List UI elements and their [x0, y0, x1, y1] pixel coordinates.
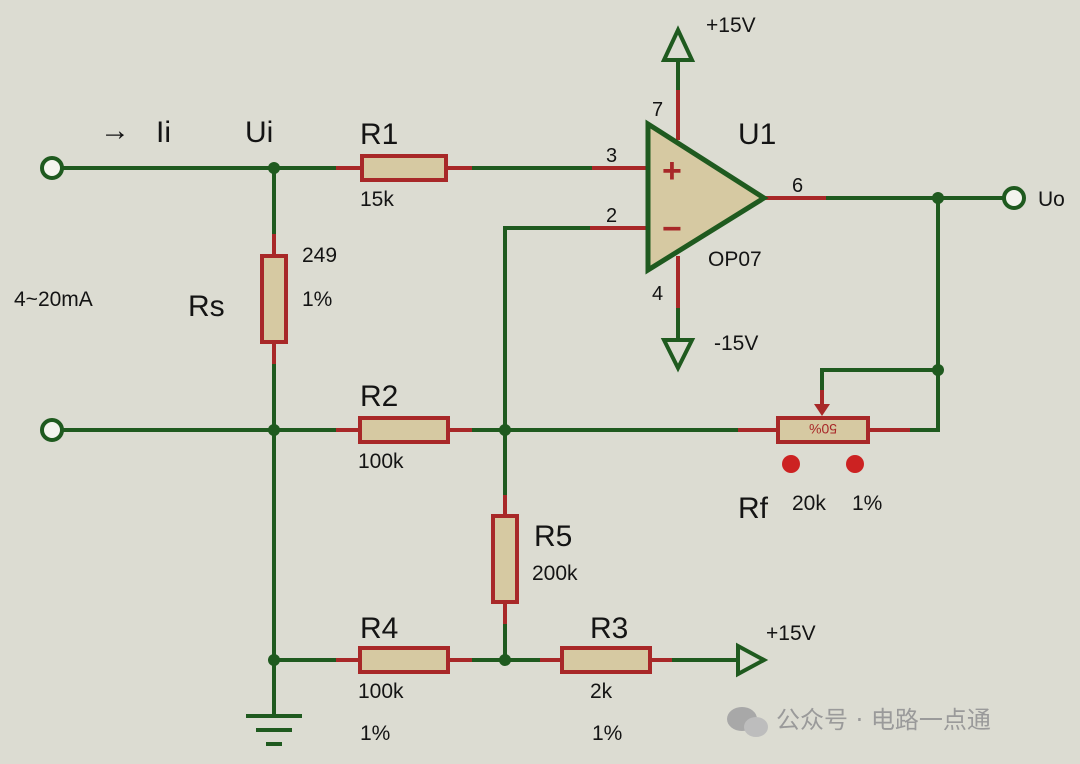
pin-3-label: 3 — [606, 145, 617, 167]
opamp-ref: U1 — [738, 118, 776, 151]
terminal-input-bottom — [40, 418, 64, 442]
opamp-part: OP07 — [708, 248, 762, 271]
rf-wiper-arrow-icon — [814, 404, 830, 416]
rs-ref: Rs — [188, 290, 225, 323]
wires — [58, 58, 1004, 706]
opamp-triangle — [645, 119, 769, 275]
r3-ref: R3 — [590, 612, 628, 645]
potentiometer-rf — [776, 416, 870, 444]
terminal-input-top — [40, 156, 64, 180]
watermark: 公众号 · 电路一点通 — [727, 706, 991, 737]
junction-output — [932, 192, 944, 204]
watermark-text: 公众号 · 电路一点通 — [776, 706, 991, 734]
wechat-icon — [727, 707, 768, 737]
r3-tol: 1% — [592, 722, 622, 745]
power-vplus-label: +15V — [706, 14, 756, 37]
resistor-r5 — [491, 514, 519, 604]
resistor-r4 — [358, 646, 450, 674]
wire-rf-feedback — [908, 196, 940, 432]
r4-value: 100k — [358, 680, 404, 703]
rf-tol: 1% — [852, 492, 882, 515]
opamp-u1: + − — [645, 119, 769, 275]
junction-r4-left — [268, 654, 280, 666]
pin-7-label: 7 — [652, 99, 663, 121]
junction-r4-r3 — [499, 654, 511, 666]
node-ui-label: Ui — [245, 116, 273, 149]
r1-ref: R1 — [360, 118, 398, 151]
r5-value: 200k — [532, 562, 578, 585]
terminal-output — [1002, 186, 1026, 210]
r4-ref: R4 — [360, 612, 398, 645]
component-leads — [272, 90, 910, 662]
rf-ref: Rf — [738, 492, 769, 525]
ground-icon — [246, 702, 302, 746]
rs-tol: 1% — [302, 288, 332, 311]
r3-value: 2k — [590, 680, 613, 703]
input-range-label: 4~20mA — [14, 288, 93, 311]
power-arrow-right-icon — [736, 642, 769, 678]
junction-r2-r5 — [499, 424, 511, 436]
power-arrow-up-icon — [660, 25, 696, 62]
r2-ref: R2 — [360, 380, 398, 413]
pin-4-label: 4 — [652, 283, 663, 305]
pin-6-label: 6 — [792, 175, 803, 197]
wire-inv-feedback — [503, 226, 592, 497]
resistor-rs — [260, 254, 288, 344]
node-uo-label: Uo — [1038, 188, 1065, 211]
current-arrow-icon: → — [100, 114, 130, 147]
power-arrow-down-icon — [660, 338, 696, 373]
rs-value: 249 — [302, 244, 337, 267]
junction-ui — [268, 162, 280, 174]
current-label: Ii — [156, 116, 171, 149]
resistor-r1 — [360, 154, 448, 182]
probe-dot-left-icon — [782, 455, 800, 473]
rf-value: 20k — [792, 492, 826, 515]
r4-tol: 1% — [360, 722, 390, 745]
r2-value: 100k — [358, 450, 404, 473]
pin-2-label: 2 — [606, 205, 617, 227]
power-vminus-label: -15V — [714, 332, 758, 355]
rf-setting-label: 50% — [809, 421, 837, 437]
junction-wiper — [932, 364, 944, 376]
opamp-plus-sign: + — [662, 152, 682, 190]
power-r3-label: +15V — [766, 622, 816, 645]
probe-dot-right-icon — [846, 455, 864, 473]
junction-rs-bottom — [268, 424, 280, 436]
r1-value: 15k — [360, 188, 394, 211]
r5-ref: R5 — [534, 520, 572, 553]
resistor-r3 — [560, 646, 652, 674]
wire-wiper — [820, 368, 940, 392]
opamp-minus-sign: − — [662, 210, 682, 248]
resistor-r2 — [358, 416, 450, 444]
